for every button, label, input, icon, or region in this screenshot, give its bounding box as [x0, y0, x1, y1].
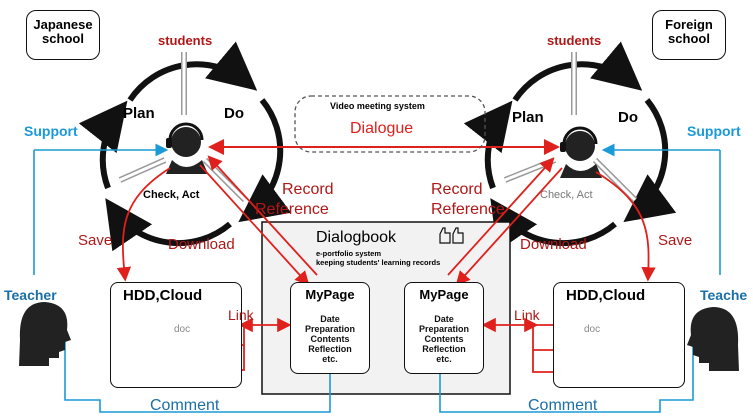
record-label-right: Record: [431, 181, 483, 198]
storage-box-left: [110, 282, 242, 388]
storage-label-right: HDD,Cloud: [566, 287, 646, 304]
record-label-left: Record: [282, 181, 334, 198]
reference-label-right: Reference: [431, 201, 505, 218]
dialogbook-sub1: e-portfolio system: [316, 249, 382, 258]
japanese-school-box: Japanese school: [26, 10, 100, 60]
mypage-box-left: MyPage Date Preparation Contents Reflect…: [290, 282, 370, 374]
plan-label-left: Plan: [123, 105, 155, 122]
video-meeting-label: Video meeting system: [330, 101, 425, 111]
japanese-school-line2: school: [42, 30, 84, 46]
plan-label-right: Plan: [512, 109, 544, 126]
link-label-right: Link: [514, 307, 540, 323]
mypage-title-right: MyPage: [419, 287, 469, 302]
students-label-left: students: [158, 33, 213, 48]
foreign-school-box: Foreign school: [652, 10, 726, 60]
reference-label-left: Reference: [255, 201, 329, 218]
teacher-label-right: Teache: [700, 287, 748, 303]
mypage-title-left: MyPage: [305, 287, 355, 302]
dialogbook-sub2: keeping students' learning records: [316, 258, 441, 267]
left-cycle: [78, 41, 292, 252]
check-act-label-right: Check, Act: [540, 189, 593, 201]
teacher-label-left: Teacher: [4, 287, 57, 303]
mypage-item-date-right: Date: [434, 313, 454, 324]
mypage-item-reflection-right: Reflection: [422, 343, 466, 354]
mypage-item-etc-left: etc.: [322, 353, 338, 364]
download-label-left: Download: [168, 236, 235, 253]
mypage-item-preparation-left: Preparation: [304, 323, 355, 334]
storage-label-left: HDD,Cloud: [123, 287, 203, 304]
video-meeting-box: [294, 95, 486, 153]
link-label-left: Link: [228, 307, 254, 323]
mypage-item-etc-right: etc.: [436, 353, 452, 364]
support-label-left: Support: [24, 123, 78, 139]
comment-label-right: Comment: [528, 397, 598, 414]
foreign-school-line1: Foreign: [665, 17, 713, 32]
doc-label-right: doc: [584, 324, 601, 335]
check-act-label-left: Check, Act: [143, 189, 200, 201]
storage-box-right: [553, 282, 685, 388]
download-label-right: Download: [520, 236, 587, 253]
mypage-item-contents-left: Contents: [310, 333, 350, 344]
students-label-right: students: [547, 33, 602, 48]
comment-label-left: Comment: [150, 397, 220, 414]
mypage-box-right: MyPage Date Preparation Contents Reflect…: [404, 282, 484, 374]
dialogbook-title: Dialogbook: [316, 229, 397, 246]
teacher-icon-left: [19, 302, 71, 366]
save-label-left: Save: [78, 232, 113, 249]
foreign-school-line2: school: [668, 30, 710, 46]
teacher-icon-right: [687, 307, 739, 371]
student-icon-left: [166, 122, 208, 174]
save-label-right: Save: [658, 232, 693, 249]
mypage-item-date-left: Date: [320, 313, 340, 324]
thumbs-up-icon: [439, 227, 464, 244]
dialogue-label: Dialogue: [350, 120, 414, 137]
do-label-right: Do: [618, 109, 638, 126]
mypage-item-preparation-right: Preparation: [418, 323, 469, 334]
student-icon-right: [560, 126, 602, 178]
support-label-right: Support: [687, 123, 741, 139]
mypage-item-reflection-left: Reflection: [308, 343, 352, 354]
mypage-item-contents-right: Contents: [424, 333, 464, 344]
do-label-left: Do: [224, 105, 244, 122]
doc-label-left: doc: [174, 324, 191, 335]
japanese-school-line1: Japanese: [33, 17, 93, 32]
